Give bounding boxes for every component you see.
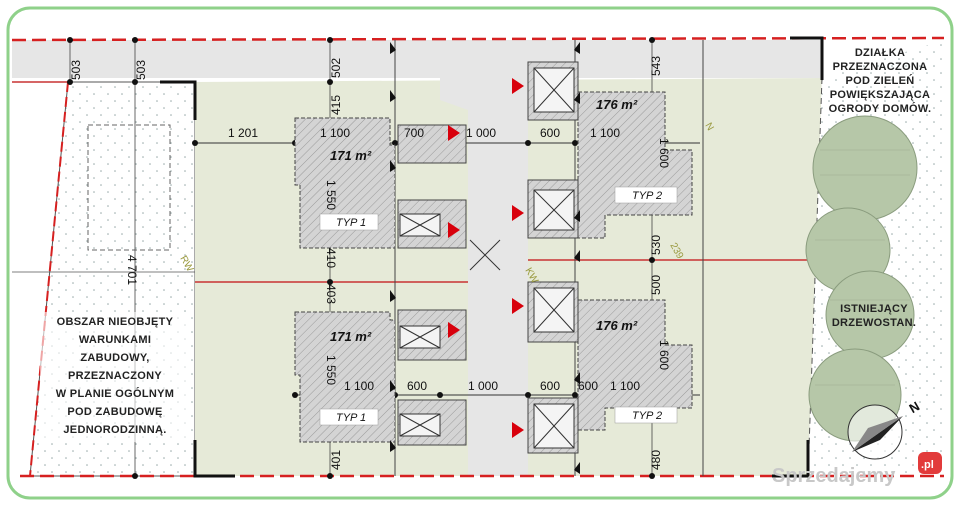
house-1-type-box xyxy=(319,213,379,231)
corner-mark xyxy=(772,440,810,478)
road-turn-mark xyxy=(469,239,501,271)
svg-text:W PLANIE OGÓLNYM: W PLANIE OGÓLNYM xyxy=(56,387,174,400)
svg-text:PRZEZNACZONY: PRZEZNACZONY xyxy=(68,370,162,382)
svg-text:WARUNKAMI: WARUNKAMI xyxy=(79,334,151,346)
dim-1201: 1 201 xyxy=(228,126,258,140)
house-2-type-box xyxy=(614,186,678,204)
house-2-area: 176 m² xyxy=(596,97,638,112)
svg-text:ZABUDOWY,: ZABUDOWY, xyxy=(80,352,149,364)
site-boundary-left xyxy=(29,81,69,477)
svg-text:POD ZIELEŃ: POD ZIELEŃ xyxy=(845,74,914,87)
access-road-top xyxy=(12,40,822,78)
dim-4701: 4 701 xyxy=(125,255,139,285)
dim-415: 415 xyxy=(329,95,343,115)
note-left: OBSZAR NIEOBJĘTY WARUNKAMI ZABUDOWY, PRZ… xyxy=(40,312,190,442)
house-3-type: TYP 1 xyxy=(336,412,366,424)
dim-600-b: 600 xyxy=(407,379,427,393)
existing-building-outline xyxy=(87,124,171,251)
corner-mark xyxy=(193,440,235,478)
svg-text:DRZEWOSTAN.: DRZEWOSTAN. xyxy=(832,317,916,329)
entrance-arrows xyxy=(448,78,524,438)
dim-502: 502 xyxy=(329,58,343,78)
dim-1100-d: 1 100 xyxy=(610,379,640,393)
road-bend xyxy=(440,78,468,110)
dim-1100-b: 1 100 xyxy=(590,126,620,140)
house-labels: 171 m² TYP 1 176 m² TYP 2 171 m² TYP 1 1… xyxy=(319,97,678,426)
dim-403: 403 xyxy=(324,284,338,304)
watermark: Sprzedajemy .pl xyxy=(772,452,942,487)
tree-texture xyxy=(815,149,910,386)
svg-text:PRZEZNACZONA: PRZEZNACZONA xyxy=(833,61,928,73)
parking-spots xyxy=(399,67,575,449)
dim-1550-a: 1 550 xyxy=(324,180,338,210)
dim-503-b: 503 xyxy=(134,60,148,80)
dim-480: 480 xyxy=(649,450,663,470)
boundary-right xyxy=(807,77,823,477)
internal-road xyxy=(468,78,528,476)
watermark-badge xyxy=(918,452,942,474)
corner-mark xyxy=(160,80,197,120)
dim-530: 530 xyxy=(649,235,663,255)
dim-600-c: 600 xyxy=(540,379,560,393)
dim-1100-a: 1 100 xyxy=(320,126,350,140)
house-4-area: 176 m² xyxy=(596,318,638,333)
dim-543: 543 xyxy=(649,56,663,76)
dimension-labels: 503 503 502 415 543 1 201 1 100 700 1 00… xyxy=(69,56,716,470)
grid-ticks xyxy=(390,42,580,474)
dim-1600-b: 1 600 xyxy=(657,340,671,370)
dim-410: 410 xyxy=(324,248,338,268)
house-3-area: 171 m² xyxy=(330,329,372,344)
house-4-type: TYP 2 xyxy=(632,410,662,422)
dim-1000-top: 1 000 xyxy=(466,126,496,140)
dim-600-a: 600 xyxy=(540,126,560,140)
label-n: N xyxy=(702,121,715,133)
house-footprint-4 xyxy=(577,299,693,431)
house-1-type: TYP 1 xyxy=(336,217,366,229)
dim-700: 700 xyxy=(404,126,424,140)
corner-mark xyxy=(790,36,824,80)
svg-text:POWIĘKSZAJĄCA: POWIĘKSZAJĄCA xyxy=(830,89,930,101)
svg-text:POD ZABUDOWĘ: POD ZABUDOWĘ xyxy=(67,406,162,418)
svg-text:OBSZAR NIEOBJĘTY: OBSZAR NIEOBJĘTY xyxy=(57,316,174,328)
house-3-type-box xyxy=(319,408,379,426)
dim-600-d: 600 xyxy=(578,379,598,393)
dim-401: 401 xyxy=(329,450,343,470)
svg-text:ISTNIEJĄCY: ISTNIEJĄCY xyxy=(840,303,908,315)
svg-text:OGRODY DOMÓW.: OGRODY DOMÓW. xyxy=(829,102,932,115)
dim-1000-bottom: 1 000 xyxy=(468,379,498,393)
dim-1600-a: 1 600 xyxy=(657,138,671,168)
house-1-area: 171 m² xyxy=(330,148,372,163)
dim-1100-c: 1 100 xyxy=(344,379,374,393)
house-2-type: TYP 2 xyxy=(632,190,662,202)
house-4-type-box xyxy=(614,406,678,424)
note-right-top: DZIAŁKA PRZEZNACZONA POD ZIELEŃ POWIĘKSZ… xyxy=(829,47,932,115)
svg-text:DZIAŁKA: DZIAŁKA xyxy=(855,47,905,59)
dim-500: 500 xyxy=(649,275,663,295)
watermark-text: Sprzedajemy xyxy=(772,465,896,487)
dim-503-a: 503 xyxy=(69,60,83,80)
site-boundary xyxy=(11,36,945,42)
note-right-mid: ISTNIEJĄCY DRZEWOSTAN. xyxy=(832,303,916,329)
dim-1550-b: 1 550 xyxy=(324,355,338,385)
svg-text:JEDNORODZINNĄ.: JEDNORODZINNĄ. xyxy=(63,424,166,436)
watermark-suffix: .pl xyxy=(921,459,934,471)
north-compass-icon xyxy=(847,404,903,460)
